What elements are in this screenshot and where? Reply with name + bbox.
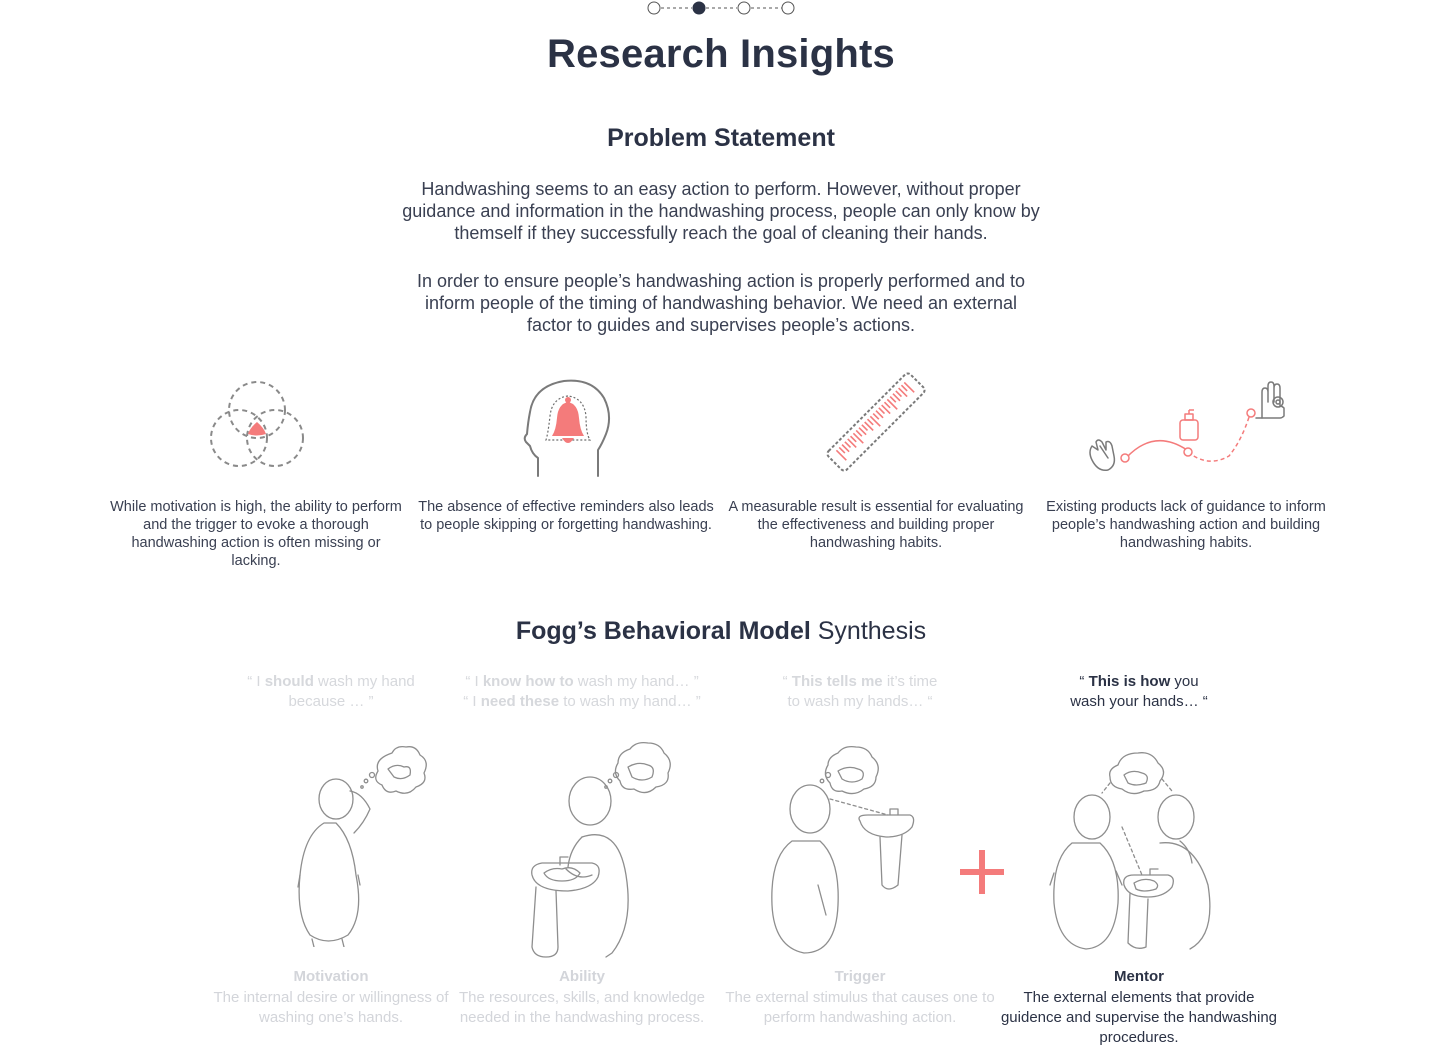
desc-mentor: The external elements that provide guide… xyxy=(1000,989,1278,1046)
quote-text: “ I xyxy=(247,673,265,690)
step-2 xyxy=(692,1,706,15)
quote-text: you xyxy=(1170,673,1199,690)
insight-text-1: While motivation is high, the ability to… xyxy=(110,499,402,569)
desc-ability: The resources, skills, and knowledge nee… xyxy=(459,989,705,1026)
quote-emphasis: This tells me xyxy=(791,673,883,690)
desc-motivation: The internal desire or willingness of wa… xyxy=(213,989,449,1026)
quote-line: to wash my hands… “ xyxy=(715,692,1005,712)
quote-text: wash my hand xyxy=(313,673,415,690)
insight-text-4: Existing products lack of guidance to in… xyxy=(1046,499,1326,551)
problem-statement-title: Problem Statement xyxy=(607,124,835,152)
quote-text: “ I xyxy=(463,693,481,710)
quote-line: wash your hands… “ xyxy=(994,692,1284,712)
fogg-title-bold: Fogg’s Behavioral Model xyxy=(515,617,811,645)
quote-emphasis: know how to xyxy=(482,673,574,690)
quote-text: “ I xyxy=(465,673,483,690)
problem-paragraph-1: Handwashing seems to an easy action to p… xyxy=(402,179,1040,243)
quote-emphasis: need these xyxy=(480,693,560,710)
quote-emphasis: should xyxy=(264,673,314,690)
label-motivation: Motivation xyxy=(293,968,369,985)
fogg-model-title: Fogg’s Behavioral Model Synthesis xyxy=(0,617,1442,646)
label-ability: Ability xyxy=(559,968,605,985)
insight-text-3: A measurable result is essential for eva… xyxy=(728,499,1024,551)
motivation-figure xyxy=(292,735,432,952)
step-1 xyxy=(647,1,661,15)
step-4 xyxy=(781,1,795,15)
quote-text: because … ” xyxy=(288,693,374,710)
quote-text: “ xyxy=(1079,673,1089,690)
step-3 xyxy=(737,1,751,15)
quote-line: “ This tells me it’s time xyxy=(715,672,1005,692)
venn-diagram-icon xyxy=(206,372,308,479)
label-mentor: Mentor xyxy=(1114,968,1164,985)
head-bell-icon xyxy=(518,372,618,485)
plus-icon xyxy=(958,848,1006,896)
quote-text: wash your hands… “ xyxy=(1070,693,1208,710)
mentor-figure xyxy=(1040,735,1220,960)
progress-stepper xyxy=(647,0,795,16)
label-trigger: Trigger xyxy=(834,968,886,985)
quote-text: to wash my hands… “ xyxy=(787,693,933,710)
fogg-title-light: Synthesis xyxy=(810,617,927,645)
quote-line: “ I know how to wash my hand… ” xyxy=(437,672,727,692)
problem-paragraph-2: In order to ensure people’s handwashing … xyxy=(416,271,1026,335)
desc-trigger: The external stimulus that causes one to… xyxy=(725,989,995,1026)
quote-text: wash my hand… ” xyxy=(573,673,699,690)
quote-text: to wash my hand… ” xyxy=(559,693,701,710)
quote-line: “ I need these to wash my hand… ” xyxy=(437,692,727,712)
quote-text: “ xyxy=(782,673,792,690)
quote-line: because … ” xyxy=(186,692,476,712)
insight-text-2: The absence of effective reminders also … xyxy=(418,499,714,533)
page-title: Research Insights xyxy=(547,32,895,76)
quote-ability: “ I know how to wash my hand… ”“ I need … xyxy=(437,672,727,712)
quote-line: “ I should wash my hand xyxy=(186,672,476,692)
quote-line: “ This is how you xyxy=(994,672,1284,692)
trigger-figure xyxy=(764,735,924,962)
ruler-icon xyxy=(826,372,926,477)
handwashing-journey-icon xyxy=(1084,372,1294,481)
quote-text: it’s time xyxy=(882,673,938,690)
ability-figure xyxy=(522,735,682,965)
quote-emphasis: This is how xyxy=(1088,673,1171,690)
